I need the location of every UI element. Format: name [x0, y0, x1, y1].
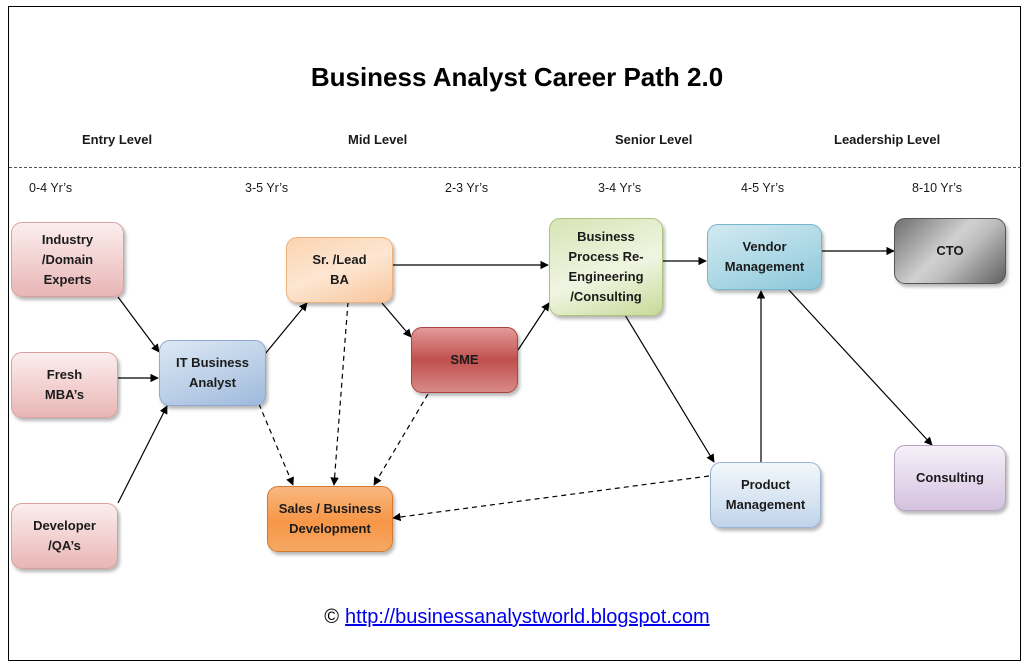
- level-senior: Senior Level: [615, 132, 693, 147]
- node-product-management: Product Management: [710, 462, 821, 528]
- copyright-symbol: ©: [324, 606, 340, 628]
- edge-srba-to-sales: [330, 301, 349, 486]
- diagram-title: Business Analyst Career Path 2.0: [310, 62, 724, 92]
- edge-industry-to-itba: [117, 296, 160, 353]
- node-vendor-management: Vendor Management: [707, 224, 822, 290]
- level-leadership: Leadership Level: [834, 132, 941, 147]
- edge-itba-to-srba: [264, 302, 308, 355]
- node-fresh-mbas: Fresh MBA’s: [11, 352, 118, 418]
- node-cto: CTO: [894, 218, 1006, 284]
- node-bpr-consulting: Business Process Re- Engineering /Consul…: [549, 218, 663, 316]
- node-sr-lead-ba: Sr. /Lead BA: [286, 237, 393, 303]
- node-sme: SME: [411, 327, 518, 393]
- node-sales-business-development: Sales / Business Development: [267, 486, 393, 552]
- edge-product-to-sales: [392, 475, 710, 522]
- edge-sme-to-bpr: [517, 302, 550, 351]
- years-sme: 2-3 Yr’s: [445, 181, 489, 195]
- edge-srba-to-sme: [381, 302, 412, 338]
- years-cto: 8-10 Yr’s: [912, 181, 963, 195]
- level-mid: Mid Level: [348, 132, 408, 147]
- node-consulting: Consulting: [894, 445, 1006, 511]
- node-industry-domain-experts: Industry /Domain Experts: [11, 222, 124, 297]
- years-bpr: 3-4 Yr’s: [598, 181, 642, 195]
- years-it-ba: 3-5 Yr’s: [245, 181, 289, 195]
- edge-sme-to-sales: [373, 393, 429, 486]
- node-it-business-analyst: IT Business Analyst: [159, 340, 266, 406]
- years-entry: 0-4 Yr’s: [29, 181, 73, 195]
- level-divider: [9, 167, 1021, 168]
- edge-vendor-to-consulting: [787, 288, 933, 446]
- edge-dev-to-itba: [117, 405, 168, 504]
- edge-bpr-to-product: [624, 314, 715, 463]
- years-vendor: 4-5 Yr’s: [741, 181, 785, 195]
- blog-link[interactable]: http://businessanalystworld.blogspot.com: [345, 606, 710, 628]
- node-developer-qa: Developer /QA’s: [11, 503, 118, 569]
- level-entry: Entry Level: [82, 132, 153, 147]
- diagram-frame: [8, 6, 1021, 661]
- edge-itba-to-sales: [258, 403, 294, 486]
- footer: ©http://businessanalystworld.blogspot.co…: [0, 606, 1034, 629]
